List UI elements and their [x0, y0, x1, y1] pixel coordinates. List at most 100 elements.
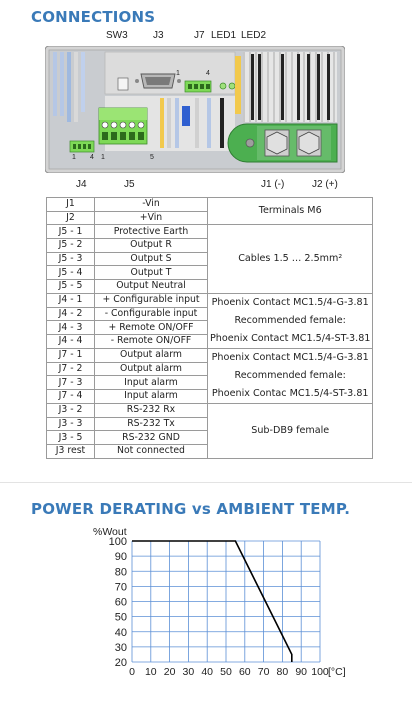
x-tick-label: 80	[277, 666, 289, 678]
pin-cell: J3 rest	[46, 443, 95, 459]
label-j4: J4	[76, 179, 87, 190]
label-j7: J7	[194, 30, 205, 41]
x-unit-label: [°C]	[328, 666, 346, 678]
pin-cell: J5 - 2	[46, 238, 95, 253]
pin-cell: J7 - 1	[46, 347, 95, 363]
spec-line: Terminals M6	[258, 205, 322, 217]
y-tick-label: 20	[115, 657, 127, 669]
function-cell: +Vin	[94, 210, 208, 226]
connector-spec-cell: Terminals M6	[206, 196, 374, 226]
function-cell: Output alarm	[94, 347, 208, 363]
y-tick-label: 90	[115, 551, 127, 563]
pin-cell: J2	[46, 210, 95, 226]
section-divider	[0, 482, 412, 483]
j4-pin4-label: 4	[90, 154, 94, 161]
function-cell: RS-232 GND	[94, 430, 208, 445]
spec-line: Phoenix Contac MC1.5/4-ST-3.81	[211, 387, 369, 399]
function-cell: RS-232 Rx	[94, 402, 208, 418]
pin-cell: J4 - 4	[46, 334, 95, 349]
function-cell: + Configurable input	[94, 292, 208, 308]
x-tick-label: 40	[201, 666, 213, 678]
connector-spec-cell: Cables 1.5 … 2.5mm²	[206, 224, 374, 294]
device-drawing	[45, 46, 345, 173]
pin-cell: J3 - 5	[46, 430, 95, 445]
connector-spec-cell: Sub-DB9 female	[206, 402, 374, 459]
pin-cell: J4 - 2	[46, 306, 95, 322]
j5-terminal-icon	[98, 107, 148, 145]
right-vent-icon	[235, 54, 330, 120]
chart-grid	[131, 540, 321, 663]
spec-line: Phoenix Contact MC1.5/4-G-3.81	[211, 351, 369, 363]
pin-cell: J5 - 1	[46, 224, 95, 240]
function-cell: RS-232 Tx	[94, 416, 208, 432]
j7-pin4-label: 4	[206, 70, 210, 77]
function-cell: Protective Earth	[94, 224, 208, 240]
db9-connector-icon	[135, 73, 181, 89]
function-cell: Output S	[94, 251, 208, 267]
label-j5: J5	[124, 179, 135, 190]
y-axis-label: %Wout	[93, 527, 127, 538]
y-tick-label: 80	[115, 566, 127, 578]
spec-line: Recommended female:	[234, 369, 346, 381]
x-tick-label: 0	[129, 666, 135, 678]
pin-cell: J4 - 1	[46, 292, 95, 308]
j4-pin1-label: 1	[72, 154, 76, 161]
label-j1: J1 (-)	[261, 179, 285, 190]
table-row: J4 - 2- Configurable input	[46, 306, 373, 322]
label-j2: J2 (+)	[312, 179, 338, 190]
pin-cell: J7 - 3	[46, 375, 95, 391]
j4-terminal-icon	[69, 140, 95, 153]
function-cell: + Remote ON/OFF	[94, 320, 208, 336]
y-tick-label: 40	[115, 627, 127, 639]
x-tick-label: 20	[164, 666, 176, 678]
label-sw3: SW3	[106, 30, 128, 41]
function-cell: Output alarm	[94, 361, 208, 377]
j5-pin5-label: 5	[150, 154, 154, 161]
y-tick-label: 50	[115, 612, 127, 624]
x-tick-label: 90	[295, 666, 307, 678]
function-cell: - Remote ON/OFF	[94, 334, 208, 349]
pin-cell: J5 - 3	[46, 251, 95, 267]
j7-pin1-label: 1	[176, 70, 180, 77]
x-tick-label: 100	[311, 666, 329, 678]
sw3-switch-icon	[117, 77, 129, 91]
pin-cell: J1	[46, 197, 95, 212]
y-tick-label: 60	[115, 597, 127, 609]
spec-line: Cables 1.5 … 2.5mm²	[238, 253, 343, 265]
function-cell: Output R	[94, 238, 208, 253]
function-cell: Output Neutral	[94, 279, 208, 294]
j5-pin1-label: 1	[101, 154, 105, 161]
table-row: J2+Vin	[46, 210, 373, 226]
x-tick-label: 30	[183, 666, 195, 678]
y-tick-label: 100	[109, 536, 127, 548]
spec-line: Phoenix Contact MC1.5/4-ST-3.81	[210, 332, 371, 344]
label-led2: LED2	[241, 30, 267, 41]
pin-cell: J7 - 2	[46, 361, 95, 377]
pin-cell: J7 - 4	[46, 389, 95, 404]
x-tick-label: 50	[220, 666, 232, 678]
pin-cell: J5 - 4	[46, 265, 95, 281]
pin-cell: J4 - 3	[46, 320, 95, 336]
label-led1: LED1	[211, 30, 237, 41]
function-cell: Input alarm	[94, 389, 208, 404]
label-j3: J3	[153, 30, 164, 41]
y-tick-label: 30	[115, 642, 127, 654]
spec-line: Recommended female:	[234, 314, 346, 326]
connections-title: CONNECTIONS	[31, 8, 156, 26]
function-cell: Input alarm	[94, 375, 208, 391]
function-cell: Not connected	[94, 443, 208, 459]
pin-cell: J3 - 2	[46, 402, 95, 418]
power-terminal-icon	[227, 123, 338, 163]
spec-line: Phoenix Contact MC1.5/4-G-3.81	[211, 296, 369, 308]
